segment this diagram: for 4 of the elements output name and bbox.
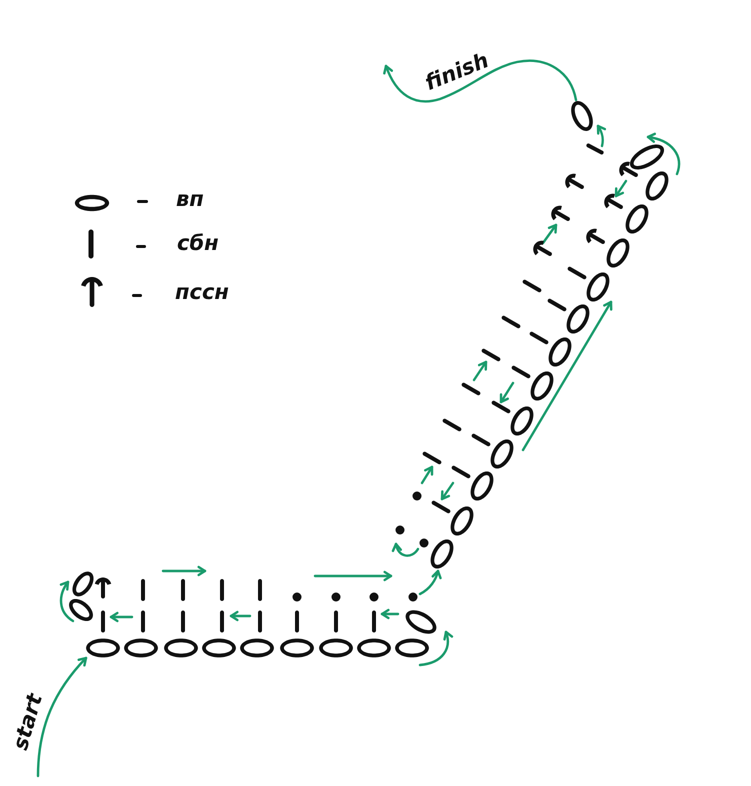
- legend-label: вп: [176, 189, 204, 210]
- arrow-label: start: [10, 692, 46, 752]
- legend-label: сбн: [177, 233, 219, 254]
- legend-label: пссн: [175, 282, 229, 303]
